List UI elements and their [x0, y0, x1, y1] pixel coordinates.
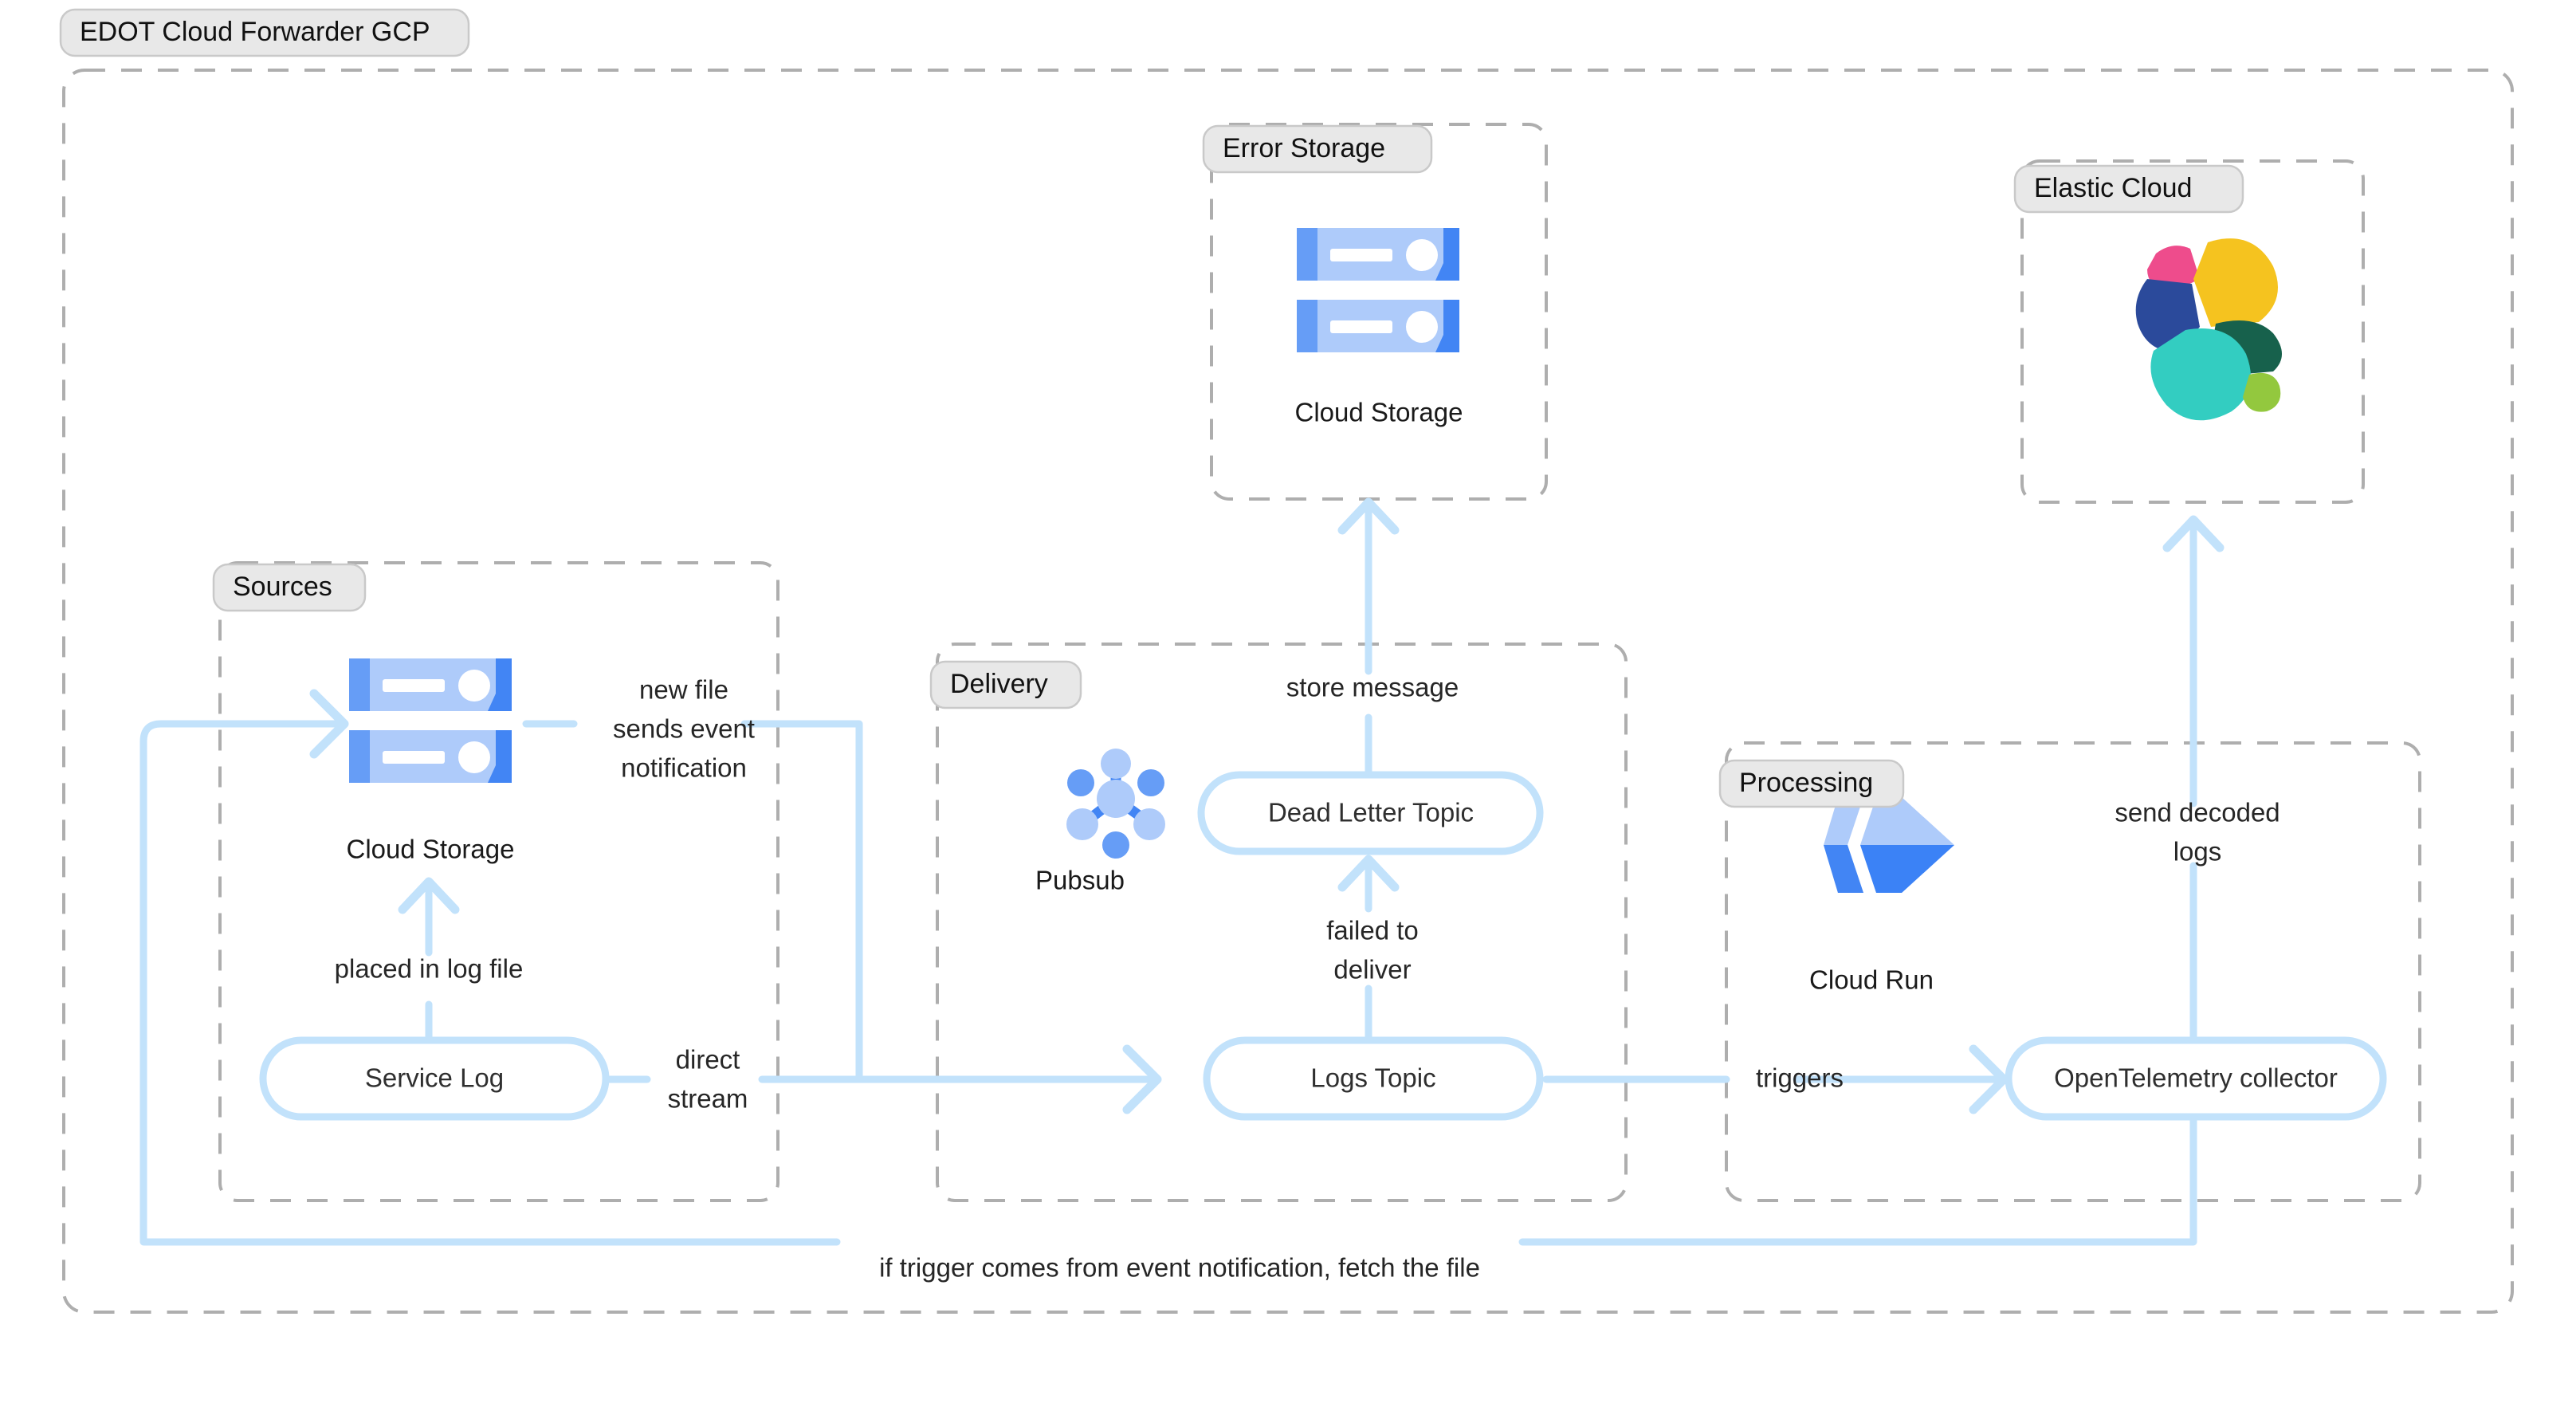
cloud-storage-caption: Cloud Storage: [1295, 398, 1463, 427]
group-label-error-storage-text: Error Storage: [1223, 133, 1385, 163]
group-label-delivery-text: Delivery: [950, 669, 1048, 699]
edge-triggers: [1542, 1044, 2009, 1114]
edge-send-decoded-logs: [2162, 515, 2225, 1044]
edge-label-new-file-1: new file: [639, 675, 728, 705]
group-label-root: EDOT Cloud Forwarder GCP: [59, 8, 470, 57]
group-box-elastic-cloud: [2020, 159, 2365, 504]
group-box-root: [62, 69, 2514, 1314]
edge-store-message: [1337, 497, 1400, 779]
edge-new-file-event-notification: [522, 720, 863, 1083]
group-label-root-text: EDOT Cloud Forwarder GCP: [80, 17, 430, 47]
edge-label-direct-1: direct: [676, 1045, 740, 1075]
node-dead-letter-topic[interactable]: [1197, 771, 1544, 855]
cloud-storage-icon: [349, 658, 512, 783]
cloud-run-icon: [1824, 797, 1954, 893]
edge-label-triggers: triggers: [1756, 1063, 1844, 1093]
node-otel-collector[interactable]: [2005, 1036, 2387, 1121]
edge-label-store-message: store message: [1286, 673, 1459, 702]
edge-label-placed-in-log-file: placed in log file: [335, 954, 524, 984]
node-label-logs-topic: Logs Topic: [1310, 1063, 1435, 1093]
edge-placed-in-log-file: [398, 877, 460, 1044]
group-label-sources-text: Sources: [233, 572, 332, 602]
edge-label-send-decoded-1: send decoded: [2115, 798, 2280, 827]
cloud-storage-icon: [1297, 228, 1459, 352]
edge-failed-to-deliver: [1337, 855, 1400, 1044]
edge-label-new-file-2: sends event: [613, 714, 755, 744]
cloud-run-caption: Cloud Run: [1809, 965, 1934, 995]
group-label-delivery: Delivery: [929, 660, 1082, 709]
edge-label-fetch-file: if trigger comes from event notification…: [879, 1253, 1480, 1283]
edge-label-failed-1: failed to: [1326, 916, 1419, 945]
edge-label-send-decoded-2: logs: [2174, 837, 2222, 867]
group-box-delivery: [936, 643, 1628, 1202]
edge-fetch-file: [139, 689, 2197, 1246]
group-box-processing: [1725, 741, 2421, 1202]
node-logs-topic[interactable]: [1203, 1036, 1544, 1121]
group-label-elastic-cloud-text: Elastic Cloud: [2034, 173, 2192, 203]
group-label-error-storage: Error Storage: [1202, 124, 1433, 174]
group-label-elastic-cloud: Elastic Cloud: [2013, 164, 2244, 214]
pubsub-caption: Pubsub: [1035, 866, 1125, 895]
group-label-sources: Sources: [212, 563, 367, 612]
cloud-storage-caption: Cloud Storage: [347, 835, 515, 864]
pubsub-icon: [1066, 749, 1165, 859]
edge-direct-stream: [602, 1044, 1162, 1114]
node-label-service-log: Service Log: [365, 1063, 504, 1093]
node-label-dead-letter-topic: Dead Letter Topic: [1268, 798, 1474, 827]
edge-label-direct-2: stream: [668, 1084, 748, 1114]
edge-label-new-file-3: notification: [621, 753, 747, 783]
node-label-otel-collector: OpenTelemetry collector: [2054, 1063, 2338, 1093]
group-label-processing: Processing: [1718, 759, 1905, 808]
group-box-error-storage: [1210, 123, 1548, 501]
group-label-processing-text: Processing: [1739, 768, 1873, 798]
edge-label-failed-2: deliver: [1333, 955, 1411, 984]
elastic-logo-icon: [2135, 238, 2282, 421]
node-service-log[interactable]: [259, 1036, 610, 1121]
group-box-sources: [218, 561, 779, 1202]
